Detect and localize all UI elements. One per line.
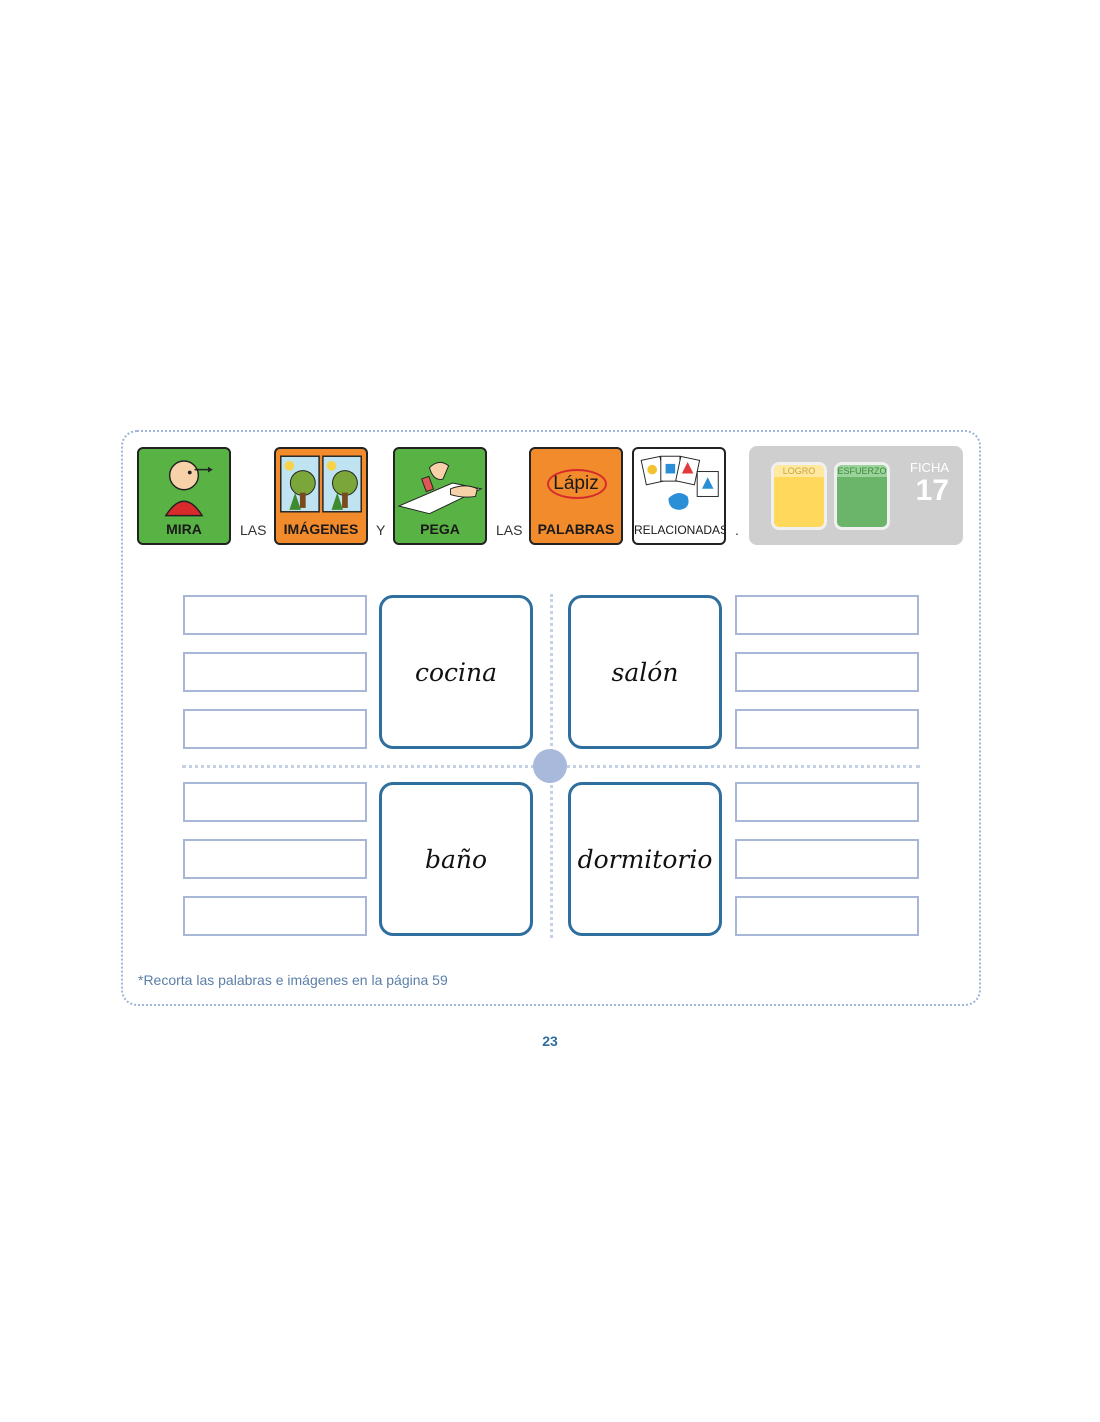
word-card-bano: baño [379,782,533,936]
paste-slot[interactable] [183,595,367,635]
paste-slot[interactable] [735,652,919,692]
picto-imagenes: IMÁGENES [274,447,368,545]
instruction-period: . [735,522,739,538]
ficha-number: 17 [915,474,949,507]
picto-mira: MIRA [137,447,231,545]
word-card-icon [547,469,607,499]
evaluation-panel: LOGRO ESFUERZO FICHA 17 [749,446,963,545]
paste-slot[interactable] [183,839,367,879]
word-card-salon: salón [568,595,722,749]
instruction-word: LAS [496,522,523,538]
picto-palabras: Lápiz PALABRAS [529,447,623,545]
paste-slot[interactable] [735,839,919,879]
logro-label: LOGRO [774,465,824,477]
paste-slot[interactable] [183,896,367,936]
paste-slot[interactable] [735,782,919,822]
word-label: salón [611,657,679,687]
paste-slot[interactable] [735,595,919,635]
paste-slot[interactable] [183,652,367,692]
instruction-word: Y [376,522,386,538]
related-cards-icon [640,455,719,510]
picto-pega: PEGA [393,447,487,545]
page-number: 23 [542,1033,558,1049]
center-dot [533,749,567,783]
esfuerzo-label: ESFUERZO [837,465,887,477]
instruction-word: LAS [240,522,267,538]
footnote: *Recorta las palabras e imágenes en la p… [138,972,448,988]
word-card-cocina: cocina [379,595,533,749]
worksheet-frame [121,430,981,1006]
word-label: cocina [414,657,498,687]
paste-slot[interactable] [183,782,367,822]
picto-label: PALABRAS [537,521,615,537]
ficha-label: FICHA [910,460,949,475]
word-label: dormitorio [577,844,713,874]
trees-images-icon [280,455,362,513]
person-looking-icon [164,460,213,517]
picto-label: MIRA [166,521,202,537]
picto-label: PEGA [420,521,460,537]
picto-word: Lápiz [553,473,599,494]
hand-gluing-icon [397,461,483,515]
picto-relacionadas: RELACIONADAS [632,447,726,545]
paste-slot[interactable] [183,709,367,749]
picto-label: RELACIONADAS [634,523,726,537]
picto-label: IMÁGENES [283,521,359,537]
word-card-dormitorio: dormitorio [568,782,722,936]
paste-slot[interactable] [735,896,919,936]
logro-box[interactable]: LOGRO [771,462,827,530]
esfuerzo-box[interactable]: ESFUERZO [834,462,890,530]
paste-slot[interactable] [735,709,919,749]
word-label: baño [424,844,488,874]
